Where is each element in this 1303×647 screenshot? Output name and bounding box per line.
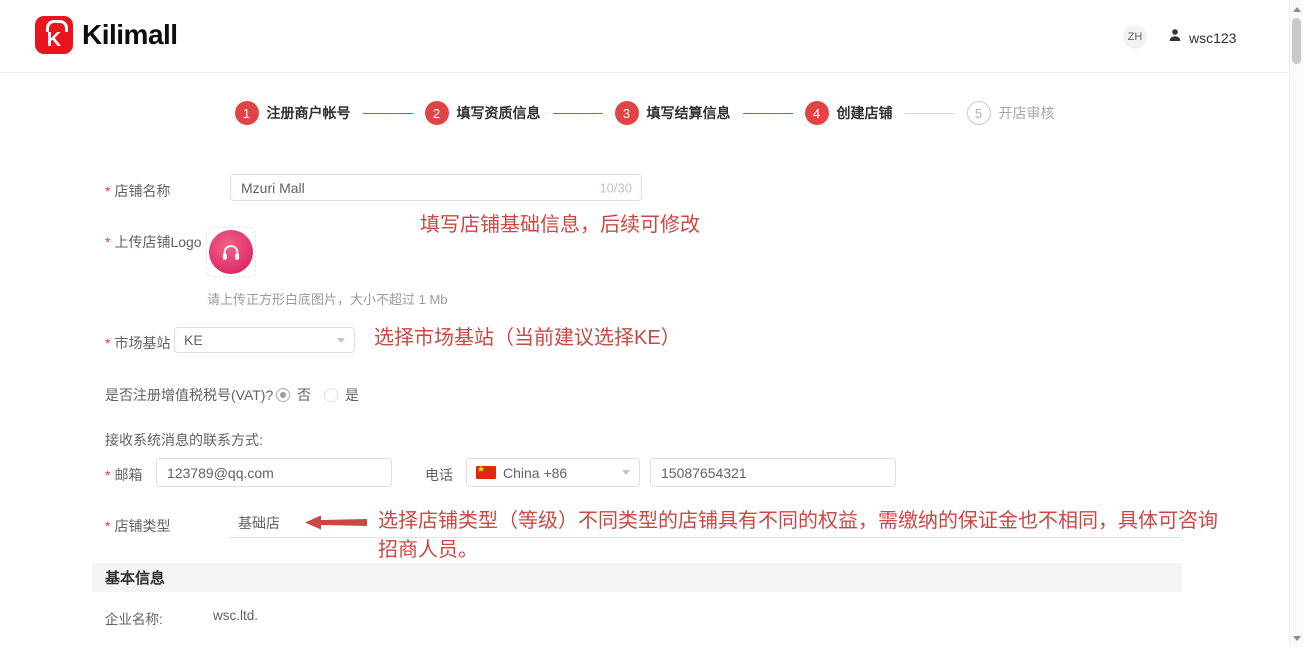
logo-letter: K: [46, 29, 62, 51]
user-icon: [1167, 27, 1183, 48]
logo-upload-hint: 请上传正方形白底图片，大小不超过 1 Mb: [207, 292, 448, 307]
top-bar: K Kilimall ZH wsc123: [0, 0, 1303, 73]
required-mark: *: [105, 234, 111, 250]
required-mark: *: [105, 335, 111, 351]
store-name-field: 10/30: [230, 174, 642, 201]
store-logo-image: [209, 230, 253, 274]
headphones-icon: [222, 245, 240, 260]
step-register-account: 1 注册商户帐号: [234, 101, 351, 125]
phone-label: 电话: [425, 467, 453, 483]
annotation-basic-info: 填写店铺基础信息，后续可修改: [420, 214, 700, 236]
annotation-arrow-icon: [305, 515, 367, 530]
basic-info-section-header: 基本信息: [92, 563, 1182, 592]
market-select[interactable]: KE: [174, 327, 355, 353]
annotation-market: 选择市场基站（当前建议选择KE）: [374, 327, 681, 349]
scroll-down-icon[interactable]: [1290, 630, 1303, 646]
language-badge[interactable]: ZH: [1123, 25, 1147, 49]
vat-radio-yes[interactable]: 是: [324, 385, 359, 405]
chevron-down-icon: [622, 470, 630, 475]
email-input[interactable]: [156, 458, 392, 487]
step-label: 填写结算信息: [646, 105, 731, 121]
step-connector: [552, 112, 603, 114]
kilimall-logo-icon: K: [35, 16, 73, 54]
step-number: 5: [966, 101, 991, 125]
logo-upload[interactable]: [206, 227, 256, 277]
contact-heading: 接收系统消息的联系方式:: [105, 432, 263, 448]
market-label: *市场基站: [105, 335, 171, 351]
vat-radio-yes-label: 是: [345, 387, 359, 403]
step-number: 3: [614, 101, 639, 125]
step-number: 4: [804, 101, 829, 125]
required-mark: *: [105, 518, 111, 534]
scroll-up-icon[interactable]: [1290, 1, 1303, 17]
phone-input[interactable]: [650, 458, 896, 487]
store-type-label: *店铺类型: [105, 518, 171, 534]
step-connector: [904, 112, 955, 114]
annotation-store-type-line1: 选择店铺类型（等级）不同类型的店铺具有不同的权益，需缴纳的保证金也不相同，具体可…: [378, 510, 1218, 532]
step-number: 1: [234, 101, 259, 125]
brand-name: Kilimall: [82, 19, 178, 50]
company-name-value: wsc.ltd.: [213, 608, 259, 623]
step-store-review: 5 开店审核: [966, 101, 1055, 125]
username: wsc123: [1189, 29, 1237, 46]
step-connector: [742, 112, 793, 114]
step-create-store: 4 创建店铺: [804, 101, 893, 125]
user-menu[interactable]: wsc123: [1167, 27, 1236, 48]
vat-radio-no[interactable]: 否: [276, 385, 311, 405]
store-name-label: *店铺名称: [105, 183, 171, 199]
step-label: 创建店铺: [836, 105, 893, 121]
radio-unselected-icon: [324, 388, 338, 402]
scrollbar-thumb[interactable]: [1292, 18, 1301, 64]
vat-question-label: 是否注册增值税税号(VAT)?: [105, 387, 274, 403]
vat-radio-no-label: 否: [297, 387, 311, 403]
step-settlement-info: 3 填写结算信息: [614, 101, 731, 125]
section-title: 基本信息: [105, 570, 166, 587]
email-field-wrap: [156, 458, 392, 487]
china-flag-icon: ★: [476, 466, 496, 479]
step-qualification-info: 2 填写资质信息: [424, 101, 541, 125]
brand[interactable]: K Kilimall: [35, 16, 178, 54]
store-logo-label: *上传店铺Logo: [105, 234, 202, 250]
country-code-select[interactable]: ★ China +86: [466, 458, 640, 487]
annotation-store-type-line2: 招商人员。: [378, 539, 478, 561]
step-label: 填写资质信息: [456, 105, 541, 121]
step-label: 开店审核: [998, 105, 1055, 121]
country-code-value: China +86: [503, 464, 568, 481]
vertical-scrollbar[interactable]: [1289, 0, 1303, 647]
required-mark: *: [105, 183, 111, 199]
company-name-label: 企业名称:: [105, 612, 163, 627]
required-mark: *: [105, 467, 111, 483]
market-select-value: KE: [184, 332, 203, 348]
step-number: 2: [424, 101, 449, 125]
store-type-value: 基础店: [238, 515, 280, 531]
radio-selected-icon: [276, 388, 290, 402]
store-type-field[interactable]: 基础店: [230, 509, 1182, 538]
step-label: 注册商户帐号: [266, 105, 351, 121]
email-label: *邮箱: [105, 467, 143, 483]
step-connector: [362, 112, 413, 114]
chevron-down-icon: [337, 337, 345, 343]
store-name-input[interactable]: [230, 174, 642, 201]
phone-field-wrap: [650, 458, 896, 487]
stepper: 1 注册商户帐号 2 填写资质信息 3 填写结算信息 4 创建店铺 5 开店审核: [0, 101, 1289, 125]
